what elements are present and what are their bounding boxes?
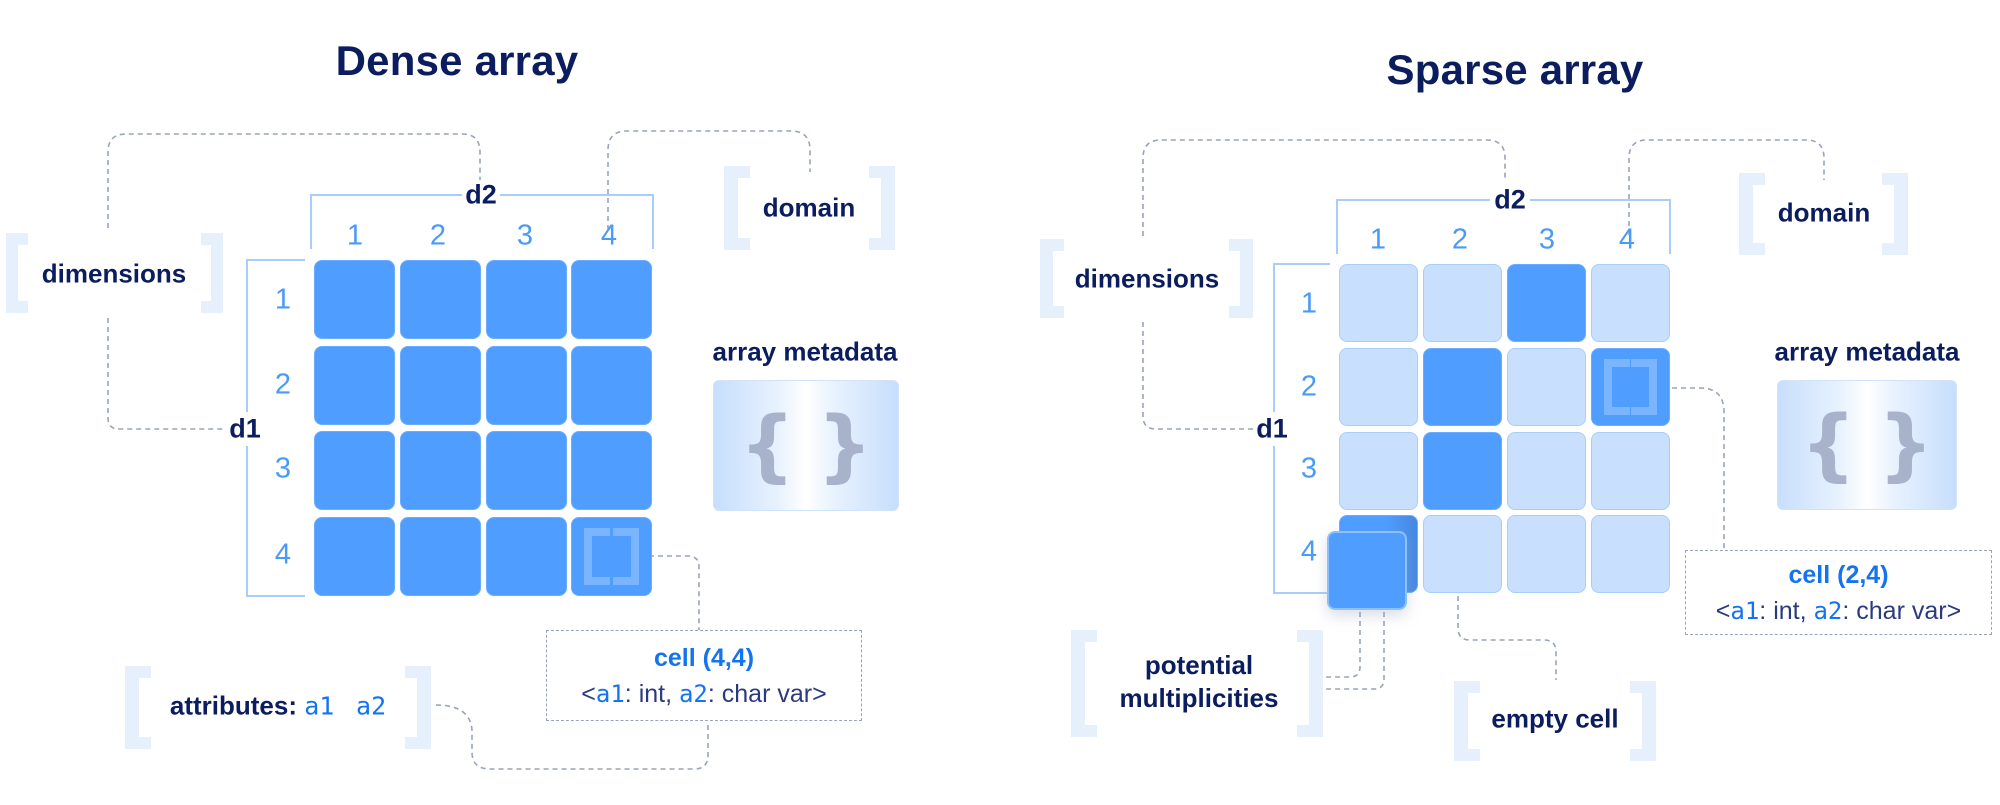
dense-d1-label: d1 bbox=[229, 413, 261, 444]
dense-row-tick: 1 bbox=[274, 283, 292, 316]
cell-bracket-icon bbox=[1604, 359, 1657, 415]
dense-cell-schema: <a1: int, a2: char var> bbox=[581, 679, 827, 708]
sparse-cell-1-3 bbox=[1507, 264, 1586, 342]
sparse-cell-3-2 bbox=[1423, 432, 1502, 510]
dense-cell-4-3 bbox=[486, 517, 567, 596]
curly-braces-icon: {} bbox=[739, 400, 895, 491]
dense-row-tick: 4 bbox=[274, 538, 292, 571]
sparse-array-title: Sparse array bbox=[1386, 46, 1644, 93]
dense-cell-2-1 bbox=[314, 346, 395, 425]
dense-domain-label: domain bbox=[762, 192, 856, 223]
sparse-cell-info-box: cell (2,4) <a1: int, a2: char var> bbox=[1685, 550, 1992, 635]
dense-cell-3-1 bbox=[314, 431, 395, 510]
sparse-row-tick: 4 bbox=[1300, 535, 1318, 568]
sparse-metadata-box: {} bbox=[1777, 380, 1957, 510]
sparse-cell-2-3 bbox=[1507, 348, 1586, 426]
dense-cell-1-4 bbox=[571, 260, 652, 339]
sparse-cell-1-1 bbox=[1339, 264, 1418, 342]
dense-cell-3-2 bbox=[400, 431, 481, 510]
sparse-metadata-label: array metadata bbox=[1774, 336, 1960, 367]
dense-cell-2-4 bbox=[571, 346, 652, 425]
sparse-cell-2-1 bbox=[1339, 348, 1418, 426]
dense-cell-title: cell (4,4) bbox=[653, 643, 755, 672]
sparse-col-tick: 4 bbox=[1618, 223, 1636, 256]
sparse-col-tick: 2 bbox=[1451, 223, 1469, 256]
dense-col-tick: 1 bbox=[346, 219, 364, 252]
sparse-cell-title: cell (2,4) bbox=[1788, 560, 1889, 589]
dense-cell-4-2 bbox=[400, 517, 481, 596]
cell-bracket-icon bbox=[584, 528, 639, 585]
sparse-col-tick: 3 bbox=[1538, 223, 1556, 256]
sparse-cell-2-2 bbox=[1423, 348, 1502, 426]
sparse-multiplicities-label: potential multiplicities bbox=[1119, 650, 1279, 713]
sparse-d2-label: d2 bbox=[1494, 184, 1526, 215]
sparse-cell-schema: <a1: int, a2: char var> bbox=[1715, 596, 1962, 625]
dense-metadata-box: {} bbox=[713, 380, 899, 511]
dense-col-tick: 4 bbox=[600, 219, 618, 252]
dense-dimensions-label: dimensions bbox=[41, 258, 187, 289]
sparse-row-tick: 3 bbox=[1300, 452, 1318, 485]
dense-row-tick: 3 bbox=[274, 452, 292, 485]
sparse-cell-4-2 bbox=[1423, 515, 1502, 593]
dense-attributes-label: attributes: a1 a2 bbox=[169, 690, 387, 721]
sparse-cell-3-4 bbox=[1591, 432, 1670, 510]
dense-dimensions-to-d2-connector bbox=[107, 133, 481, 228]
sparse-cell-4-3 bbox=[1507, 515, 1586, 593]
dense-d2-label: d2 bbox=[465, 179, 497, 210]
sparse-dimensions-label: dimensions bbox=[1074, 263, 1220, 294]
sparse-cell-1-4 bbox=[1591, 264, 1670, 342]
dense-row-tick: 2 bbox=[274, 368, 292, 401]
sparse-dimensions-to-d2-connector bbox=[1142, 139, 1506, 236]
dense-cell-3-4 bbox=[571, 431, 652, 510]
dense-col-tick: 2 bbox=[429, 219, 447, 252]
sparse-cell-4-4 bbox=[1591, 515, 1670, 593]
sparse-cell-3-1 bbox=[1339, 432, 1418, 510]
dense-cell-4-1 bbox=[314, 517, 395, 596]
sparse-empty-cell-connector bbox=[1457, 596, 1557, 680]
sparse-empty-cell-label: empty cell bbox=[1491, 703, 1619, 734]
sparse-cell-1-2 bbox=[1423, 264, 1502, 342]
sparse-dimensions-to-d1-connector bbox=[1142, 322, 1254, 430]
dense-array-title: Dense array bbox=[335, 37, 579, 84]
sparse-col-tick: 1 bbox=[1369, 223, 1387, 256]
sparse-multiplicities-connector-2 bbox=[1326, 612, 1385, 690]
attribute-a2: a2 bbox=[356, 691, 387, 721]
dense-cell-3-3 bbox=[486, 431, 567, 510]
sparse-multiplicities-connector-1 bbox=[1326, 612, 1361, 678]
dense-cell-2-2 bbox=[400, 346, 481, 425]
sparse-row-tick: 1 bbox=[1300, 287, 1318, 320]
sparse-cell-3-3 bbox=[1507, 432, 1586, 510]
dense-metadata-label: array metadata bbox=[712, 336, 898, 367]
dense-cell-4-4 bbox=[571, 517, 652, 596]
dense-cell-info-box: cell (4,4) <a1: int, a2: char var> bbox=[546, 630, 862, 721]
dense-cell-2-3 bbox=[486, 346, 567, 425]
sparse-row-tick: 2 bbox=[1300, 370, 1318, 403]
sparse-cell-2-4 bbox=[1591, 348, 1670, 426]
dense-dimensions-to-d1-connector bbox=[107, 318, 226, 430]
curly-braces-icon: {} bbox=[1800, 400, 1956, 490]
dense-cell-1-1 bbox=[314, 260, 395, 339]
dense-col-tick: 3 bbox=[516, 219, 534, 252]
dense-cell-1-3 bbox=[486, 260, 567, 339]
sparse-d1-label: d1 bbox=[1256, 413, 1288, 444]
attribute-a1: a1 bbox=[304, 691, 335, 721]
sparse-domain-label: domain bbox=[1777, 197, 1871, 228]
dense-cell-1-2 bbox=[400, 260, 481, 339]
sparse-duplicate-cell-4-1 bbox=[1327, 531, 1407, 610]
